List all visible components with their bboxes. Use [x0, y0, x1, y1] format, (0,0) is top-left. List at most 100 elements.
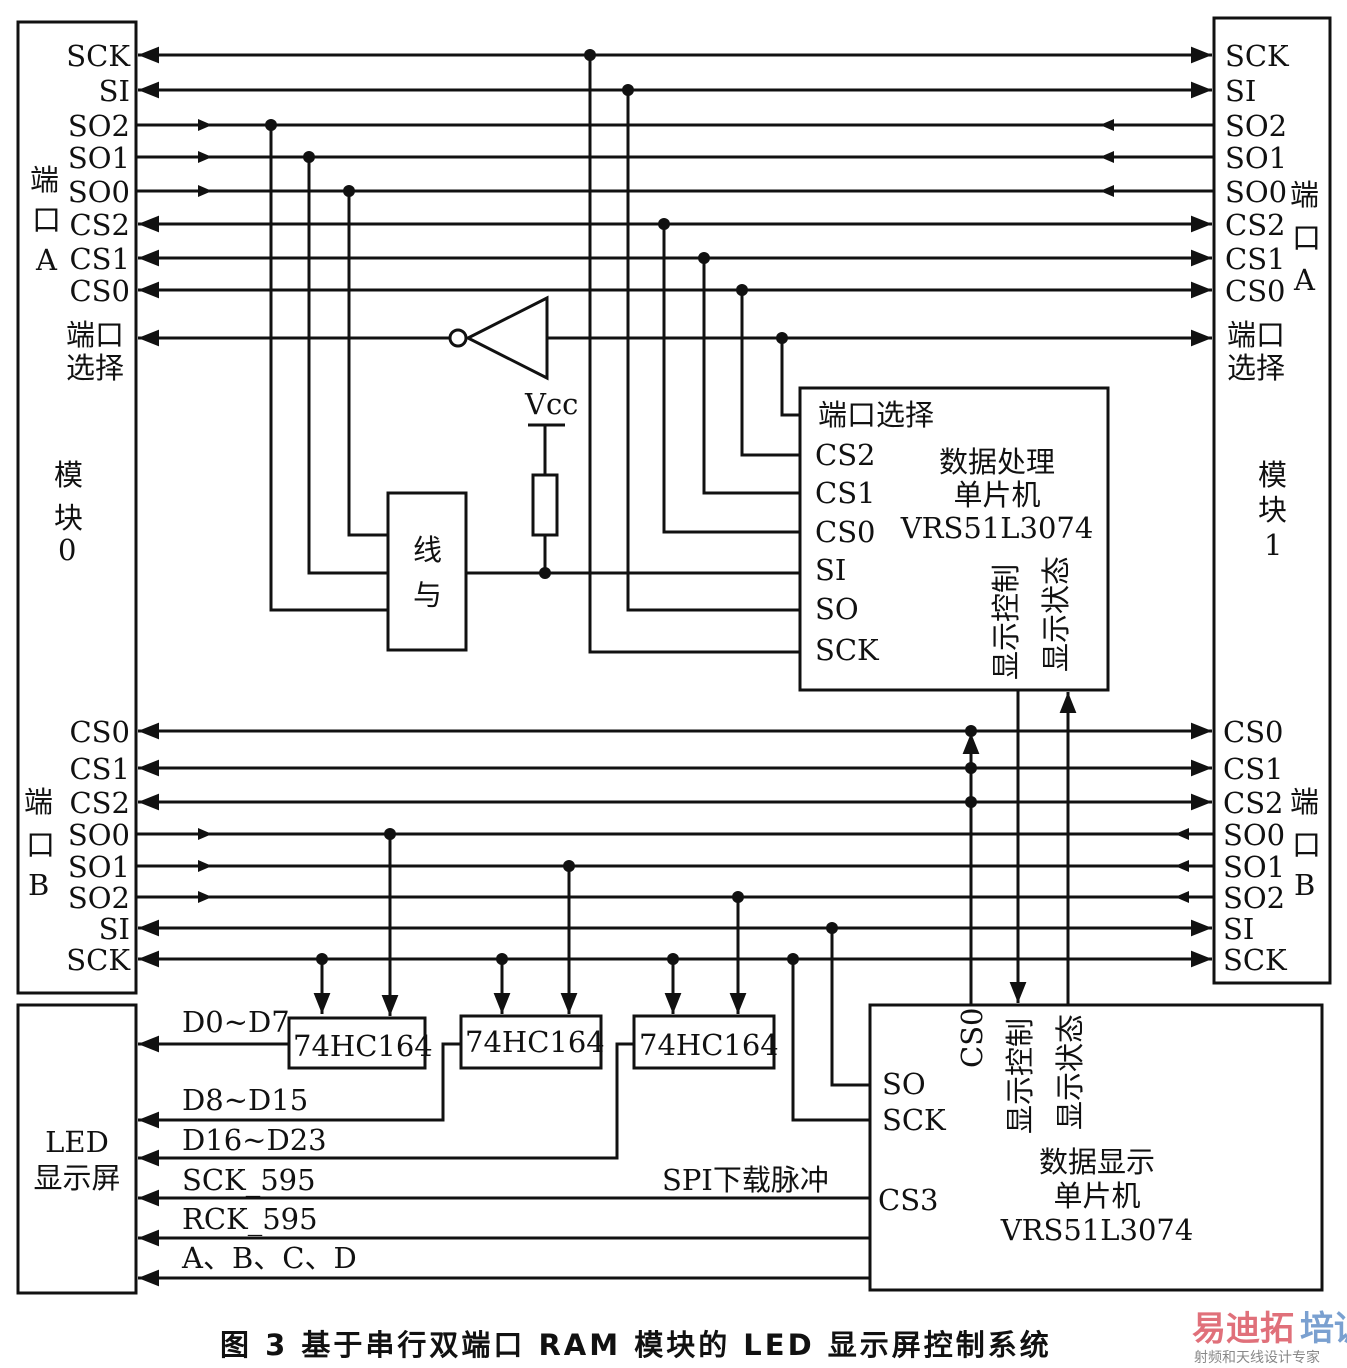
dmcu-title-1: 数据显示	[1039, 1145, 1155, 1179]
port-a-left-so2: SO2	[68, 109, 130, 143]
port-a-left-cs1: CS1	[69, 242, 130, 276]
chip-label-3: 74HC164	[639, 1028, 779, 1062]
sck-to-dmcu	[791, 959, 870, 1122]
watermark-brand-2: 培训	[1300, 1309, 1347, 1349]
port-a-right-label: A	[1293, 263, 1316, 297]
chip-74hc164-3	[632, 1014, 776, 1070]
chip-74hc164-1	[287, 1016, 427, 1070]
arrow-icon	[1100, 119, 1114, 131]
pmcu-title-2: 单片机	[953, 478, 1040, 512]
dmcu-pin-display-control: 显示控制	[1003, 1018, 1037, 1134]
port-b-right-label: 口	[1292, 828, 1321, 862]
junction-dot	[667, 953, 679, 965]
dmcu-pin-cs3: CS3	[878, 1183, 939, 1217]
port-a-left-label: A	[35, 243, 58, 277]
junction-dot	[303, 151, 315, 163]
port-b-right-sck: SCK	[1223, 943, 1288, 977]
junction-dot	[496, 953, 508, 965]
junction-dot	[316, 953, 328, 965]
junction-dot	[732, 891, 744, 903]
inverter-bubble-icon	[448, 328, 468, 348]
port-a-left-sck: SCK	[66, 39, 131, 73]
port-a-right-cs0: CS0	[1225, 274, 1286, 308]
watermark-slogan: 射频和天线设计专家	[1194, 1349, 1320, 1366]
labels: 模 块 0 模 块 1 端 口 A 端 口 A 端口 选择 端口 选择 端 口 …	[24, 39, 1347, 1366]
port-b-left-si: SI	[99, 912, 130, 946]
dmcu-pin-so: SO	[882, 1067, 926, 1101]
led-label-2: 显示屏	[33, 1161, 120, 1195]
junction-dot	[563, 860, 575, 872]
port-a-right-label: 端	[1290, 178, 1319, 212]
pmcu-pin-cs2: CS2	[815, 438, 876, 472]
cs2-tap	[662, 224, 800, 534]
port-a-right-so1: SO1	[1225, 141, 1287, 175]
port-b-right-so1: SO1	[1223, 850, 1285, 884]
sck-tap	[588, 55, 800, 654]
cs1-tap	[702, 258, 800, 495]
chip-74hc164-2	[459, 1014, 603, 1070]
led-signal-abcd: A、B、C、D	[181, 1241, 357, 1275]
port-a-left-so0: SO0	[68, 175, 130, 209]
port-a-left-cs2: CS2	[69, 208, 130, 242]
pmcu-output-display-status: 显示状态	[1039, 556, 1073, 672]
arrow-icon	[198, 828, 212, 840]
vcc-label: Vcc	[524, 387, 578, 421]
port-a-right-label: 口	[1292, 221, 1321, 255]
arrow-icon	[198, 151, 212, 163]
processing-mcu-box	[798, 386, 1110, 692]
module1-label: 块	[1258, 493, 1287, 527]
junction-dot	[622, 84, 634, 96]
port-a-left-label: 口	[32, 203, 61, 237]
led-label-1: LED	[45, 1125, 109, 1159]
junction-dot	[776, 332, 788, 344]
wired-and-label-2: 与	[413, 578, 442, 612]
port-b-left-so0: SO0	[68, 818, 130, 852]
led-display-box	[16, 1003, 138, 1295]
dmcu-pin-cs0: CS0	[955, 1007, 989, 1068]
led-signal-d8-d15: D8~D15	[182, 1083, 308, 1117]
arrow-icon	[1175, 860, 1189, 872]
port-b-left-cs0: CS0	[69, 715, 130, 749]
port-a-right-cs2: CS2	[1225, 208, 1286, 242]
pmcu-pin-cs1: CS1	[815, 476, 876, 510]
port-b-right-so0: SO0	[1223, 818, 1285, 852]
junction-dot	[965, 762, 977, 774]
port-b-left-cs2: CS2	[69, 786, 130, 820]
module-0-box	[16, 20, 138, 995]
module-1-box	[1212, 16, 1332, 985]
junction-dot	[384, 828, 396, 840]
chip-label-1: 74HC164	[293, 1029, 433, 1063]
cs0-tap	[740, 290, 800, 457]
dmcu-title-3: VRS51L3074	[1000, 1213, 1194, 1247]
port-a-left-label: 端	[30, 163, 59, 197]
port-b-right-label: B	[1294, 868, 1315, 902]
so0-tap	[347, 191, 388, 537]
arrow-icon	[198, 860, 212, 872]
wired-and-box	[386, 491, 468, 652]
resistor-icon	[531, 473, 559, 537]
port-select-tap	[780, 338, 800, 417]
pmcu-output-display-control: 显示控制	[989, 564, 1023, 680]
port-a-right-si: SI	[1225, 74, 1256, 108]
pmcu-title-3: VRS51L3074	[900, 511, 1094, 545]
dmcu-title-2: 单片机	[1053, 1179, 1140, 1213]
pmcu-pin-sck: SCK	[815, 633, 880, 667]
module0-label: 模	[54, 458, 83, 492]
d16-d23-wire	[138, 1042, 634, 1167]
port-b-right-so2: SO2	[1223, 881, 1285, 915]
pmcu-title-1: 数据处理	[939, 445, 1055, 479]
junction-dot	[965, 796, 977, 808]
figure-caption: 图 3 基于串行双端口 RAM 模块的 LED 显示屏控制系统	[220, 1328, 1052, 1362]
junction-dot	[826, 922, 838, 934]
port-a-right-cs1: CS1	[1225, 242, 1286, 276]
junction-dot	[658, 218, 670, 230]
display-mcu-box	[868, 1003, 1324, 1292]
module0-label: 块	[54, 501, 83, 535]
port-b-left-so2: SO2	[68, 881, 130, 915]
chip-label-2: 74HC164	[465, 1025, 605, 1059]
port-b-right-si: SI	[1223, 912, 1254, 946]
port-a-left-cs0: CS0	[69, 274, 130, 308]
port-b-left-sck: SCK	[66, 943, 131, 977]
watermark-brand: 易迪拓	[1192, 1309, 1294, 1349]
port-b-left-label: 口	[26, 828, 55, 862]
